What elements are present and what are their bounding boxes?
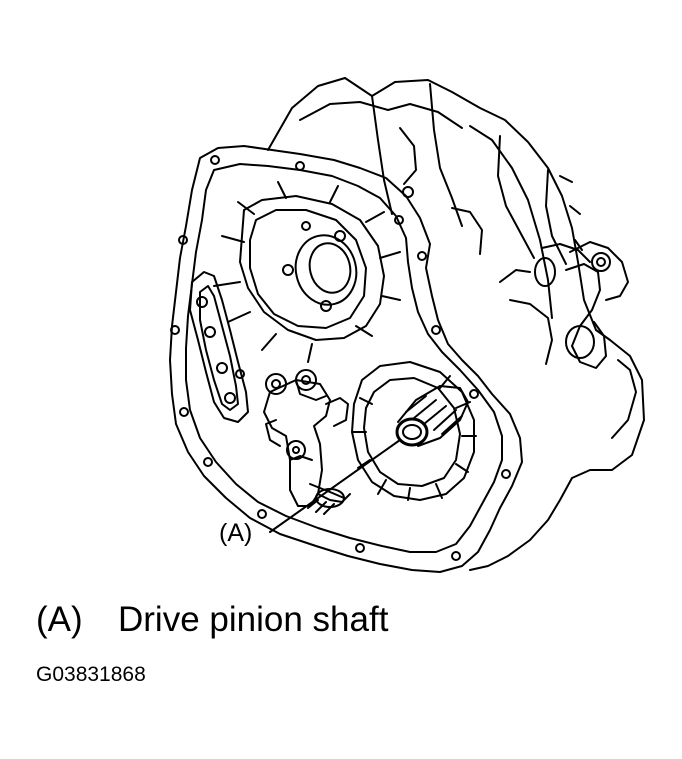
- shift-lever-bracket: [535, 242, 636, 438]
- drive-pinion-shaft: [397, 386, 468, 446]
- legend-row: (A) Drive pinion shaft: [36, 596, 388, 644]
- drive-pinion-bore: [352, 362, 476, 500]
- legend-letter: (A): [36, 600, 83, 639]
- callout-leader-line: [270, 440, 400, 532]
- callout-label-a: (A): [219, 519, 253, 547]
- shift-rod-assembly: [264, 370, 350, 514]
- oil-passage-plate: [190, 272, 248, 422]
- figure-code: G03831868: [36, 663, 146, 686]
- transmission-case-illustration: [0, 0, 682, 590]
- bearing-bore: [214, 182, 400, 362]
- legend-text: Drive pinion shaft: [118, 600, 389, 639]
- bell-housing: [268, 78, 644, 570]
- case-flange: [170, 146, 522, 572]
